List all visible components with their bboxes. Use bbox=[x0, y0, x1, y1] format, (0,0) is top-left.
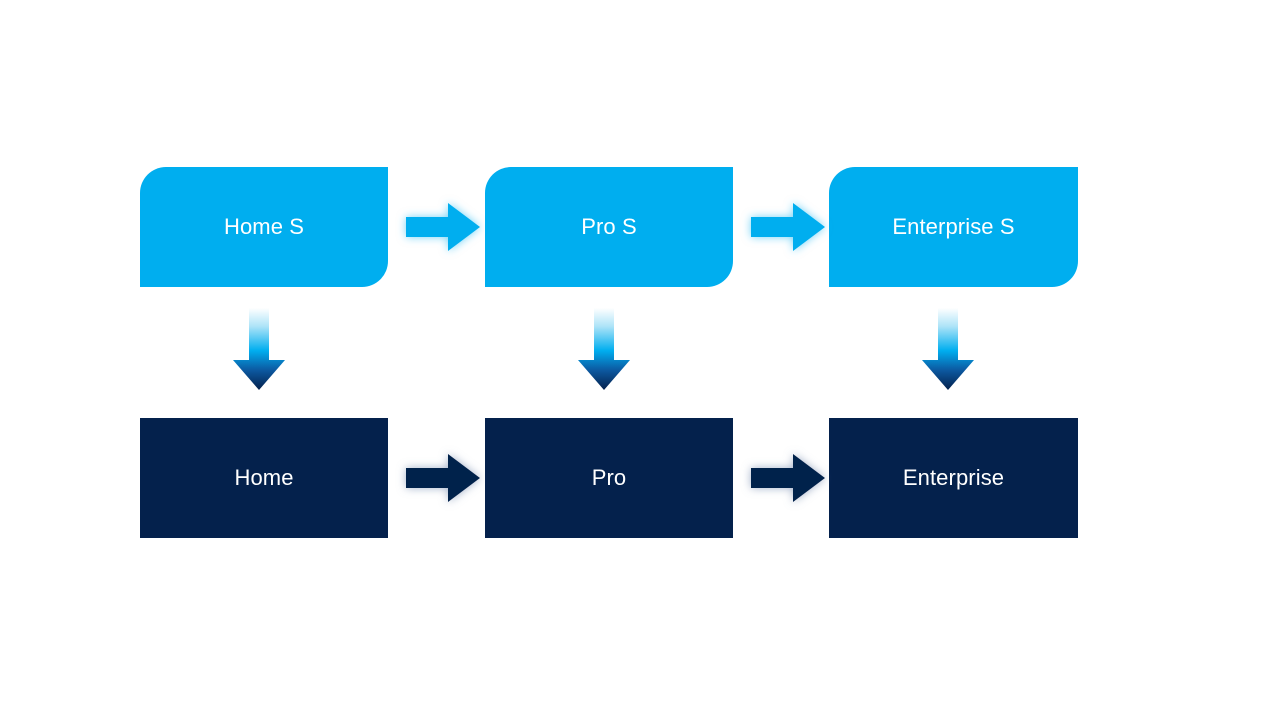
node-home-s[interactable]: Home S bbox=[140, 167, 388, 287]
node-pro-s[interactable]: Pro S bbox=[485, 167, 733, 287]
node-label: Pro S bbox=[581, 213, 637, 239]
node-label: Enterprise S bbox=[892, 213, 1015, 239]
node-enterprise-s[interactable]: Enterprise S bbox=[829, 167, 1078, 287]
node-label: Home bbox=[234, 464, 294, 490]
node-label: Enterprise bbox=[902, 464, 1005, 490]
node-home[interactable]: Home bbox=[140, 418, 388, 538]
arrow-down-icon-2 bbox=[573, 306, 635, 394]
arrow-down-icon-3 bbox=[917, 306, 979, 394]
arrow-right-icon-bottom-1 bbox=[396, 447, 488, 509]
arrow-down-icon-1 bbox=[228, 306, 290, 394]
node-enterprise[interactable]: Enterprise bbox=[829, 418, 1078, 538]
arrow-right-icon-bottom-2 bbox=[741, 447, 833, 509]
node-label: Home S bbox=[223, 213, 305, 239]
node-label: Pro bbox=[591, 464, 627, 490]
arrow-right-icon-top-2 bbox=[741, 196, 833, 258]
arrow-right-icon-top-1 bbox=[396, 196, 488, 258]
node-pro[interactable]: Pro bbox=[485, 418, 733, 538]
